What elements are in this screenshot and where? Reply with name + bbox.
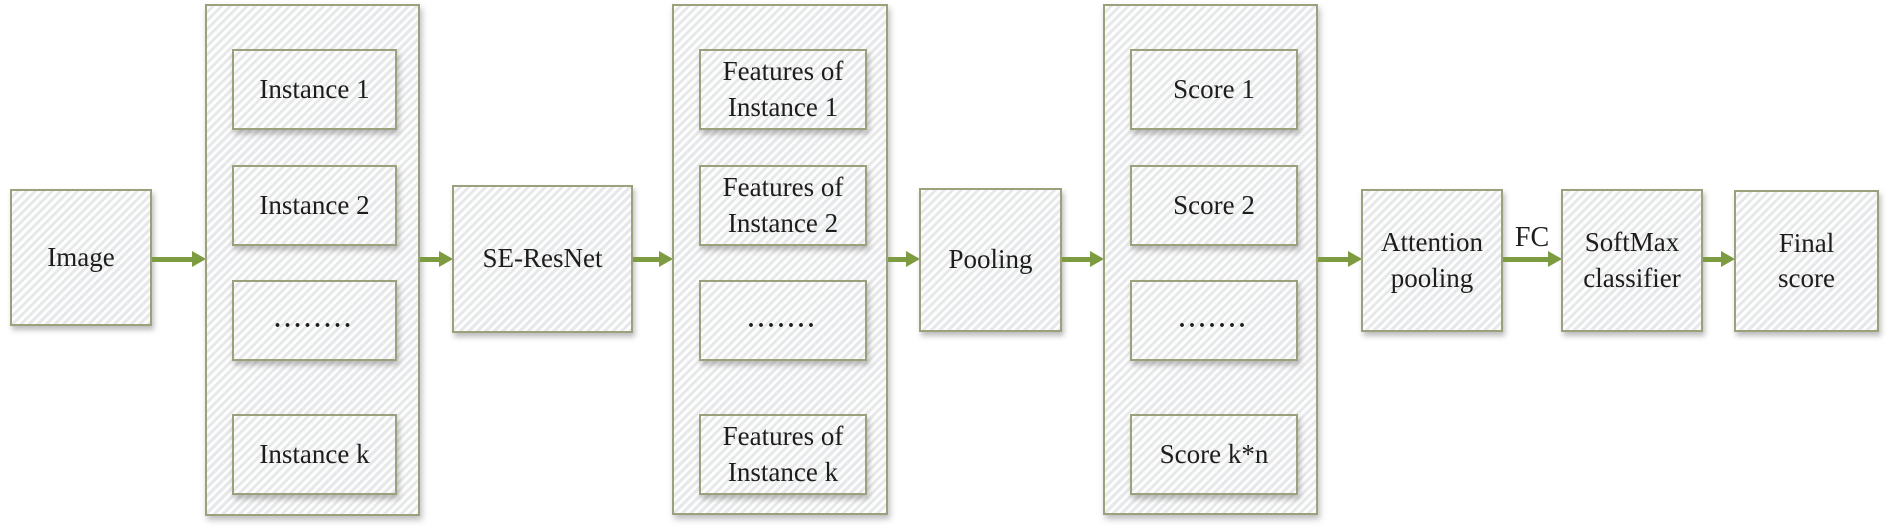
arrow-shaft [888,256,906,262]
node-instance-2: Instance 2 [232,165,397,246]
node-softmax-classifier-label: SoftMax classifier [1583,227,1681,293]
node-final-score-label: Final score [1778,227,1835,293]
node-score-kn: Score k*n [1130,414,1298,495]
flow-arrow-image-to-instances [152,246,206,272]
node-pooling: Pooling [919,188,1062,332]
node-attention-pooling-label: Attention pooling [1381,227,1483,293]
arrow-shaft [1703,256,1721,262]
node-final-score: Final score [1734,190,1879,332]
node-features-instance-2: Features of Instance 2 [699,165,867,246]
arrow-head-icon [192,251,206,267]
flow-arrow-pooling-to-scores [1062,246,1104,272]
node-se-resnet: SE-ResNet [452,185,633,333]
node-features-instance-k: Features of Instance k [699,414,867,495]
node-image-label: Image [47,241,115,272]
node-scores-ellipsis: ....... [1130,280,1298,361]
ellipsis-label: ....... [1179,306,1249,333]
arrow-shaft [420,256,439,262]
ellipsis-label: ....... [748,306,818,333]
flow-arrow-instances-to-seresnet [420,246,453,272]
group-features: Features of Instance 1 Features of Insta… [672,4,888,515]
node-features-instance-k-label: Features of Instance k [722,421,844,487]
node-softmax-classifier: SoftMax classifier [1561,189,1703,332]
arrow-shaft [1503,256,1548,262]
node-attention-pooling: Attention pooling [1361,189,1503,332]
node-score-2: Score 2 [1130,165,1298,246]
node-features-ellipsis: ....... [699,280,867,361]
group-scores: Score 1 Score 2 ....... Score k*n [1103,4,1318,515]
arrow-head-icon [1548,251,1562,267]
node-features-instance-2-label: Features of Instance 2 [722,172,844,238]
node-se-resnet-label: SE-ResNet [482,243,603,274]
arrow-shaft [1062,256,1090,262]
arrow-shaft [633,256,659,262]
node-instance-k-label: Instance k [259,438,370,469]
arrow-shaft [1318,256,1348,262]
node-score-kn-label: Score k*n [1159,438,1269,469]
flow-arrow-scores-to-attention [1318,246,1362,272]
node-instance-k: Instance k [232,414,397,495]
flow-arrow-softmax-to-final [1703,246,1735,272]
edge-label-fc: FC [1514,222,1550,253]
node-instance-1: Instance 1 [232,49,397,130]
arrow-shaft [152,256,192,262]
arrow-head-icon [439,251,453,267]
arrow-head-icon [659,251,673,267]
node-image: Image [10,189,152,326]
flow-arrow-attention-to-softmax [1503,246,1562,272]
ellipsis-label: ........ [274,306,355,333]
arrow-head-icon [1721,251,1735,267]
group-instances: Instance 1 Instance 2 ........ Instance … [205,4,420,516]
flow-arrow-seresnet-to-features [633,246,673,272]
node-pooling-label: Pooling [948,244,1033,275]
node-features-instance-1-label: Features of Instance 1 [722,56,844,122]
node-instances-ellipsis: ........ [232,280,397,361]
arrow-head-icon [906,251,920,267]
node-score-2-label: Score 2 [1173,189,1255,220]
node-instance-2-label: Instance 2 [259,189,370,220]
node-features-instance-1: Features of Instance 1 [699,49,867,130]
node-score-1: Score 1 [1130,49,1298,130]
node-score-1-label: Score 1 [1173,73,1255,104]
node-instance-1-label: Instance 1 [259,73,370,104]
flow-arrow-features-to-pooling [888,246,920,272]
arrow-head-icon [1090,251,1104,267]
arrow-head-icon [1348,251,1362,267]
